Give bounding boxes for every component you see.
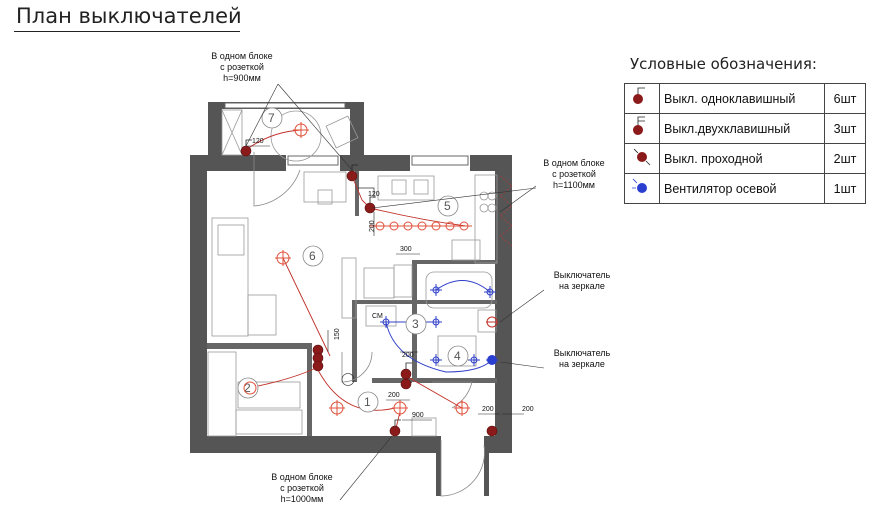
switch-entrance	[389, 425, 401, 437]
lamp-hall	[392, 400, 408, 416]
switches	[240, 145, 498, 437]
dim-900: 900	[412, 412, 424, 419]
dim-200-door-right: 200	[522, 406, 534, 413]
kitchen-led-strip	[370, 221, 472, 231]
switch-kitchen-1	[346, 170, 358, 182]
label-cm: СМ	[372, 313, 383, 320]
dim-300: 300	[400, 246, 412, 253]
legend-name: Выкл. проходной	[659, 143, 825, 174]
furniture	[207, 109, 498, 437]
page-title: План выключателей	[16, 4, 242, 28]
room-numbers: 7 6 5 3 4 2 1	[237, 107, 469, 413]
room-6: 6	[302, 245, 324, 267]
passthrough-switch-icon	[633, 148, 651, 166]
ceiling-lamps	[243, 122, 472, 416]
bath-lamp-2	[430, 316, 442, 328]
room-4: 4	[447, 345, 469, 367]
legend-row: Выкл. одноклавишный 6шт	[624, 83, 866, 114]
double-switch-icon	[633, 116, 645, 135]
legend-table: Выкл. одноклавишный 6шт Выкл.двухклавишн…	[624, 83, 866, 204]
mirror-lamp-bath	[486, 316, 498, 328]
windows	[224, 102, 469, 166]
lamp-living	[275, 250, 291, 266]
legend-qty: 3шт	[824, 113, 866, 144]
dim-200-bath: 200	[402, 352, 414, 359]
fan-icon	[486, 355, 498, 365]
svg-text:4: 4	[454, 349, 461, 363]
wc-lamp-2	[468, 354, 480, 366]
title-underline	[14, 31, 240, 32]
svg-text:6: 6	[309, 249, 316, 263]
lamp-balcony	[293, 122, 309, 138]
dim-150: 150	[334, 328, 341, 340]
wc-lamp-1	[430, 354, 442, 366]
switch-hall-2	[400, 378, 412, 390]
legend-title: Условные обозначения:	[630, 55, 817, 73]
room-3: 3	[405, 313, 427, 335]
doors	[253, 152, 485, 497]
room-1: 1	[357, 391, 379, 413]
axial-fan-icon	[632, 178, 647, 193]
dim-200-kitchen: 200	[369, 220, 376, 232]
leader-lines	[245, 83, 545, 501]
bath-lamp-4	[484, 286, 496, 298]
legend-name: Вентилятор осевой	[659, 173, 825, 204]
bath-lamp-3	[430, 284, 442, 296]
room-2: 2	[237, 377, 259, 399]
single-switch-icon	[633, 87, 645, 104]
dim-200-door-left: 200	[482, 406, 494, 413]
svg-text:7: 7	[268, 111, 275, 125]
legend-name: Выкл.двухклавишный	[659, 113, 825, 144]
lamp-bedroom	[329, 400, 345, 416]
legend-row: Выкл.двухклавишный 3шт	[624, 113, 866, 144]
walls	[190, 102, 512, 496]
dim-120: 120	[252, 138, 264, 145]
switch-tambour	[486, 425, 498, 437]
svg-text:1: 1	[364, 395, 371, 409]
legend-row: Выкл. проходной 2шт	[624, 143, 866, 174]
lamp-tambour	[454, 400, 470, 416]
room-5: 5	[437, 195, 459, 217]
legend-qty: 6шт	[824, 83, 866, 114]
legend-qty: 1шт	[824, 173, 866, 204]
svg-text:5: 5	[444, 199, 451, 213]
svg-text:2: 2	[244, 381, 251, 395]
dimensions	[246, 145, 524, 421]
switch-living-3	[312, 360, 324, 372]
balcony-socket	[341, 187, 375, 386]
dim-200-hall: 200	[388, 392, 400, 399]
legend-name: Выкл. одноклавишный	[659, 83, 825, 114]
bathroom-lamps	[380, 284, 498, 366]
switch-hall-1	[400, 368, 412, 380]
dim-170: 120	[368, 191, 380, 198]
legend-qty: 2шт	[824, 143, 866, 174]
bath-lamp-1	[380, 316, 392, 328]
legend-row: Вентилятор осевой 1шт	[624, 173, 866, 204]
svg-text:3: 3	[412, 317, 419, 331]
room-7: 7	[261, 107, 283, 129]
switch-balcony	[240, 145, 252, 157]
lamp-hall-2	[243, 381, 257, 395]
